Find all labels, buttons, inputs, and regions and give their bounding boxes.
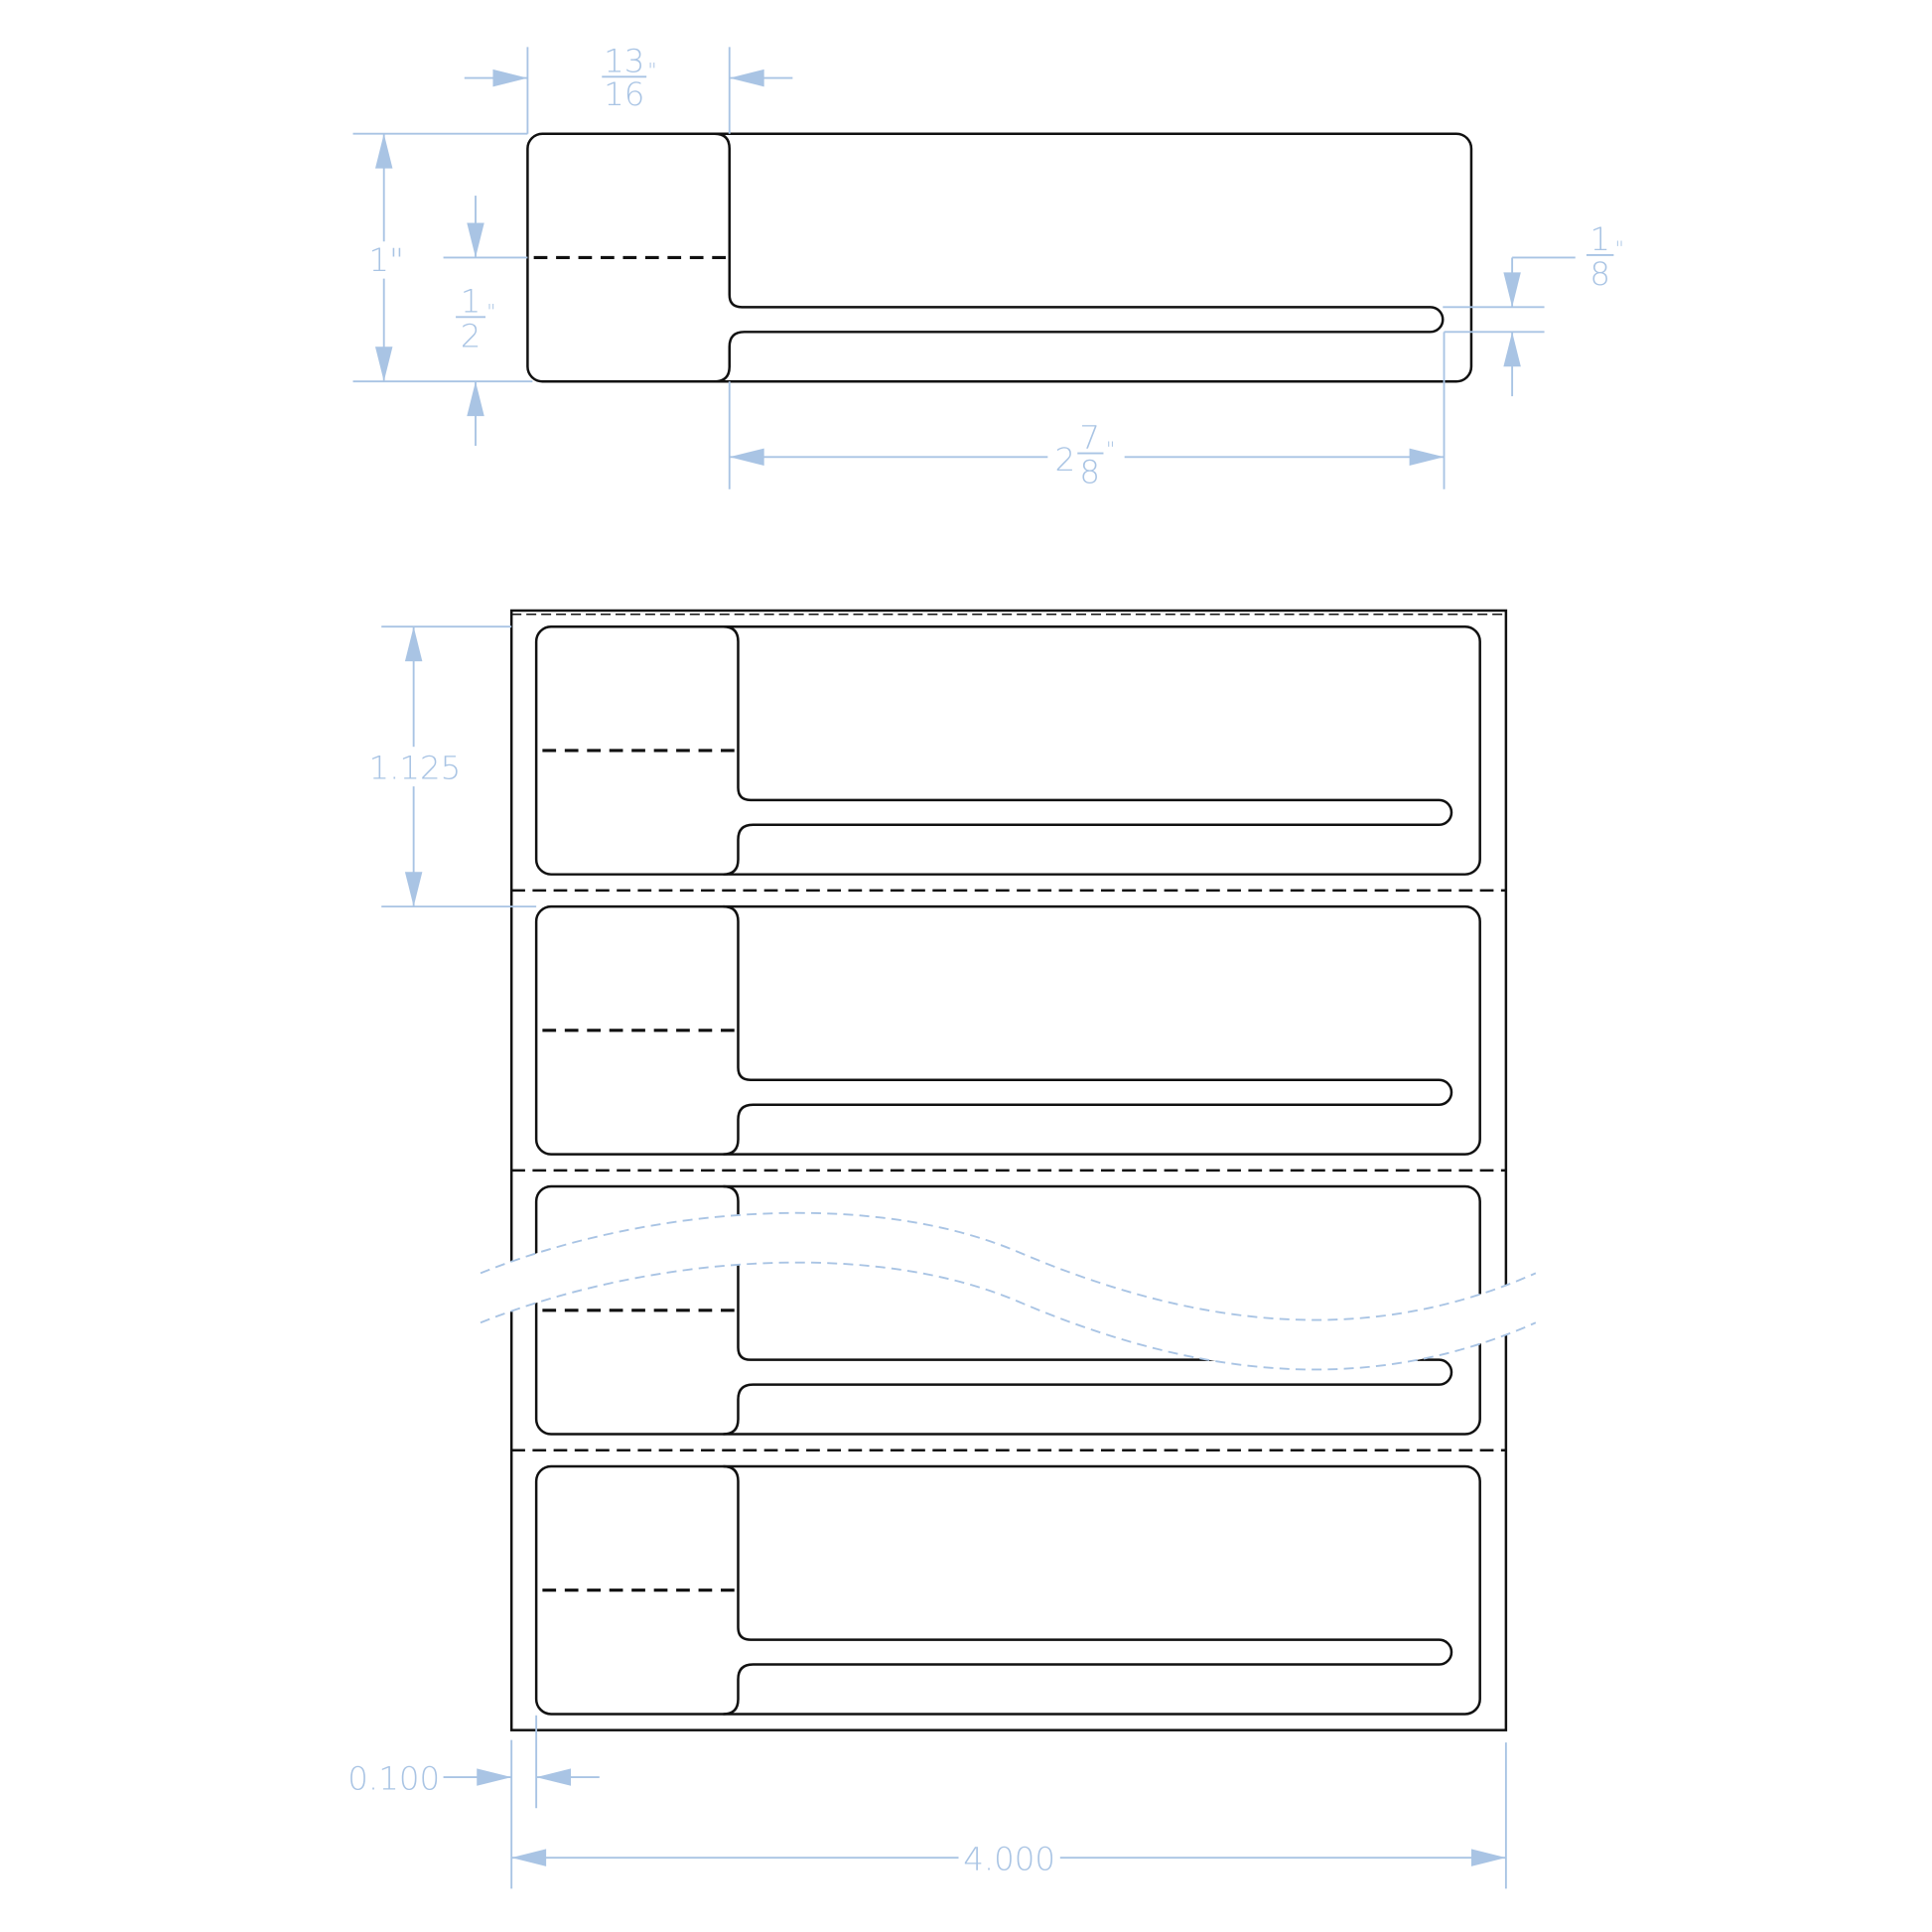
label-outline — [534, 624, 1481, 876]
svg-text:8: 8 — [1589, 255, 1610, 293]
single-label — [526, 132, 1473, 383]
arrowhead — [404, 872, 423, 907]
svg-text:16: 16 — [604, 75, 644, 113]
arrowhead — [1409, 448, 1445, 467]
arrowhead — [374, 346, 393, 382]
svg-text:8: 8 — [1079, 453, 1100, 490]
arrowhead — [729, 448, 764, 467]
arrowhead — [467, 381, 484, 417]
svg-text:2: 2 — [1054, 441, 1075, 479]
arrowhead — [492, 69, 528, 87]
dim-slot-width-label: 1 8 " — [1586, 220, 1624, 293]
svg-text:4.000: 4.000 — [963, 1841, 1055, 1878]
arrowhead — [477, 1768, 512, 1786]
dim-liner-margin-label: 0.100 — [347, 1760, 440, 1798]
arrowhead — [511, 1849, 547, 1866]
arrowhead — [1503, 332, 1521, 367]
svg-text:": " — [647, 58, 656, 81]
label-outline — [534, 904, 1481, 1156]
roll-label — [534, 904, 1481, 1156]
label-outline — [526, 132, 1473, 383]
arrowhead — [1470, 1849, 1506, 1866]
stub-slot-cut — [723, 1184, 1453, 1436]
svg-text:2: 2 — [461, 317, 482, 354]
stub-slot-cut — [723, 904, 1453, 1156]
dim-pitch-label: 1.125 — [368, 747, 461, 787]
dim-liner-width-label: 4.000 — [958, 1839, 1060, 1879]
svg-text:1.125: 1.125 — [368, 750, 461, 787]
dim-label-height-label: 1" — [368, 241, 404, 279]
dim-perf-offset-label: 1 2 " — [456, 282, 495, 354]
arrowhead — [1503, 272, 1521, 308]
stub-slot-cut — [714, 132, 1445, 383]
roll-label — [534, 1464, 1481, 1716]
stub-slot-cut — [723, 1464, 1453, 1716]
svg-text:13: 13 — [604, 42, 644, 79]
arrowhead — [404, 626, 423, 662]
arrowhead — [467, 222, 484, 258]
svg-text:": " — [1106, 437, 1115, 461]
svg-text:": " — [1615, 236, 1624, 260]
dim-stub-width-label: 13 16 " — [602, 42, 657, 113]
roll-label — [534, 624, 1481, 876]
break-mask — [481, 1212, 1536, 1370]
arrowhead — [536, 1768, 572, 1786]
svg-text:1: 1 — [1589, 220, 1610, 258]
dim-slot-length-label: 2 7 8 " — [1047, 419, 1125, 491]
svg-text:": " — [486, 300, 495, 324]
svg-text:7: 7 — [1079, 419, 1100, 457]
break-line — [480, 1261, 1537, 1371]
stub-slot-cut — [723, 624, 1453, 876]
label-outline — [534, 1464, 1481, 1716]
arrowhead — [374, 133, 393, 169]
arrowhead — [729, 69, 764, 87]
break-line — [480, 1211, 1537, 1321]
svg-text:1: 1 — [461, 282, 482, 320]
